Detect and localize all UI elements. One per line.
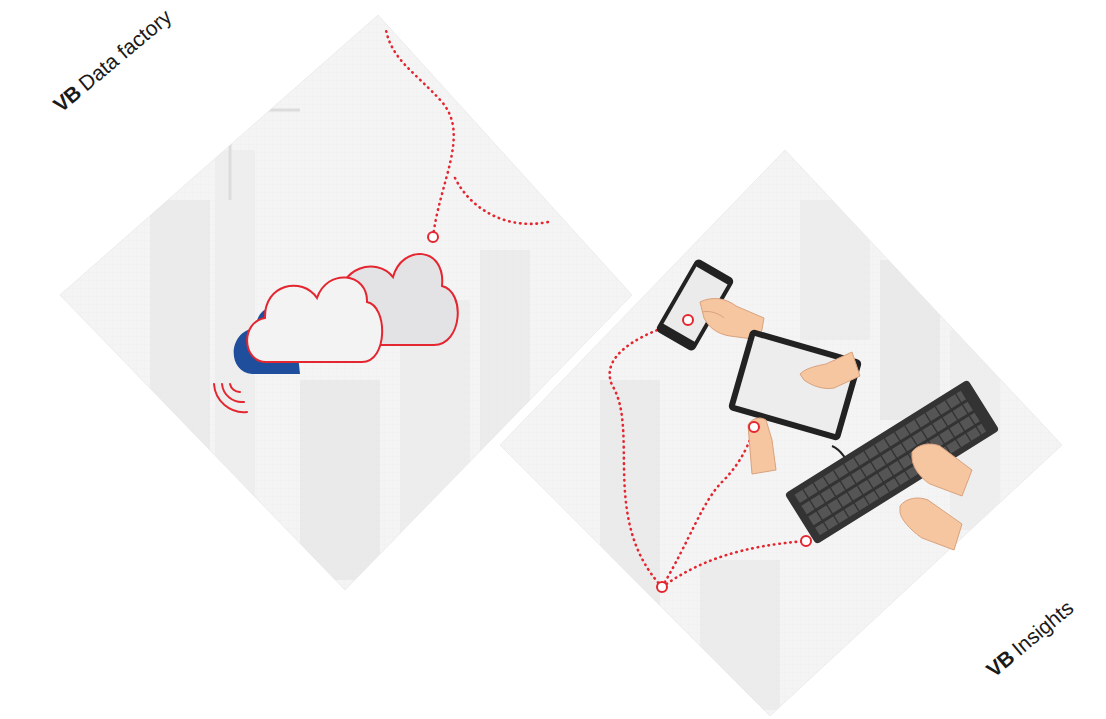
dotted-node xyxy=(801,536,811,546)
hand-icon xyxy=(748,352,860,474)
city-background xyxy=(500,150,1065,719)
keyboard-icon xyxy=(785,379,1000,544)
panel-label: VBData factory xyxy=(48,3,176,116)
dotted-path xyxy=(386,30,548,237)
panel-label: VBInsights xyxy=(981,595,1078,682)
dotted-node xyxy=(749,422,759,432)
dotted-node xyxy=(657,582,667,592)
city-background xyxy=(60,15,640,595)
brand-mark: VB xyxy=(49,80,85,116)
hand-icon xyxy=(900,444,972,550)
panel-title: Data factory xyxy=(74,4,176,94)
signal-icon xyxy=(214,384,247,412)
dotted-node xyxy=(683,315,693,325)
brand-mark: VB xyxy=(982,645,1018,681)
cloud-icon xyxy=(234,254,458,374)
panel-title: Insights xyxy=(1007,595,1077,659)
dotted-node xyxy=(428,232,438,242)
